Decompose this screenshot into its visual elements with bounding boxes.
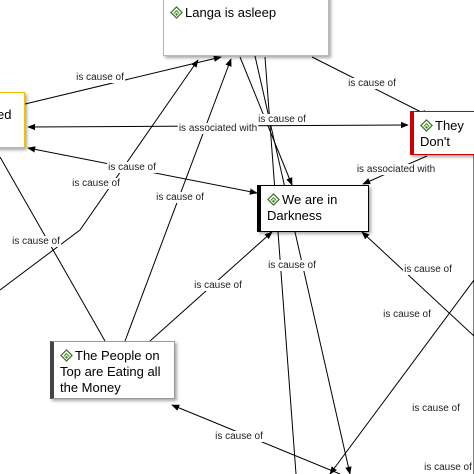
relation-label-background bbox=[355, 164, 437, 175]
relation-label-background bbox=[177, 123, 259, 134]
relation-label-background bbox=[155, 192, 206, 203]
relation-label-background bbox=[423, 462, 474, 473]
relation-label-background bbox=[257, 114, 308, 125]
concept-label: The People on Top are Eating all the Mon… bbox=[60, 348, 161, 395]
relation-label-background bbox=[403, 264, 454, 275]
relation-label-background bbox=[382, 309, 433, 320]
concept-title: They Don't bbox=[420, 118, 474, 150]
concept-title: We are in Darkness bbox=[267, 192, 364, 224]
relation-label-r6[interactable]: is associated with bbox=[357, 164, 435, 175]
relation-label-r9[interactable]: is cause of bbox=[12, 236, 60, 247]
relation-label-background bbox=[107, 162, 158, 173]
concept-label: Langa is asleep bbox=[185, 5, 277, 20]
concept-node-they[interactable]: They Don't bbox=[410, 111, 474, 155]
relation-label-r4[interactable]: is cause of bbox=[108, 162, 156, 173]
concept-resource-icon[interactable] bbox=[420, 119, 433, 132]
concept-title: ed bbox=[0, 107, 20, 123]
concept-resource-icon[interactable] bbox=[60, 349, 73, 362]
relation-label-background bbox=[347, 78, 398, 89]
relation-label-background bbox=[193, 280, 244, 291]
concept-label: ed bbox=[0, 107, 12, 122]
relation-label-r10[interactable]: is cause of bbox=[268, 260, 316, 271]
concept-title: Langa is asleep bbox=[170, 5, 324, 21]
concept-title: The People on Top are Eating all the Mon… bbox=[60, 348, 170, 396]
relation-label-r13[interactable]: is cause of bbox=[383, 309, 431, 320]
concept-node-people[interactable]: The People on Top are Eating all the Mon… bbox=[50, 341, 175, 399]
relation-label-r8[interactable]: is cause of bbox=[156, 192, 204, 203]
relation-line-r12[interactable] bbox=[329, 279, 474, 474]
relation-line-r13[interactable] bbox=[361, 231, 474, 337]
relation-label-background bbox=[71, 178, 122, 189]
relation-label-r11[interactable]: is cause of bbox=[194, 280, 242, 291]
concept-resource-icon[interactable] bbox=[267, 193, 280, 206]
relation-label-background bbox=[75, 72, 126, 83]
concept-label: They Don't bbox=[420, 118, 464, 149]
concept-node-dark[interactable]: We are in Darkness bbox=[257, 185, 369, 232]
relation-label-background bbox=[267, 260, 318, 271]
relation-label-background bbox=[411, 403, 462, 414]
relation-label-background bbox=[214, 431, 265, 442]
relation-line-r9[interactable] bbox=[0, 59, 199, 291]
relation-label-r15[interactable]: is cause of bbox=[215, 431, 263, 442]
relation-label-r14[interactable]: is cause of bbox=[412, 403, 460, 414]
relation-label-r16[interactable]: is cause of bbox=[424, 462, 472, 473]
relation-label-r2[interactable]: is cause of bbox=[348, 78, 396, 89]
relation-label-r12[interactable]: is cause of bbox=[404, 264, 452, 275]
relation-label-r1[interactable]: is cause of bbox=[76, 72, 124, 83]
concept-node-langa[interactable]: Langa is asleep bbox=[163, 0, 329, 56]
concept-resource-icon[interactable] bbox=[170, 6, 183, 19]
concept-label: We are in Darkness bbox=[267, 192, 338, 223]
relation-label-background bbox=[11, 236, 62, 247]
relation-label-r3[interactable]: is associated with bbox=[179, 123, 257, 134]
relation-line-r7[interactable] bbox=[0, 156, 106, 342]
relation-label-r7[interactable]: is cause of bbox=[72, 178, 120, 189]
relation-label-r5[interactable]: is cause of bbox=[258, 114, 306, 125]
concept-node-left[interactable]: ed bbox=[0, 92, 25, 148]
